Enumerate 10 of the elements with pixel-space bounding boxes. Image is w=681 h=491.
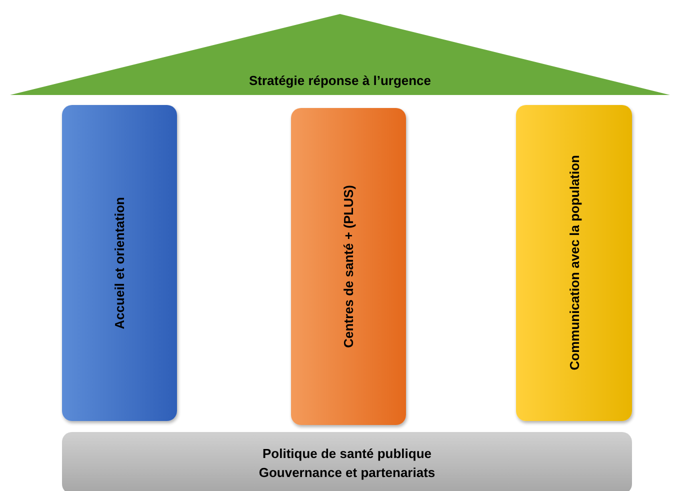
pillar-bar — [291, 108, 406, 425]
pillar-label: Centres de santé + (PLUS) — [341, 185, 356, 348]
pillar-label: Accueil et orientation — [112, 196, 127, 330]
roof-label: Stratégie réponse à l’urgence — [248, 73, 432, 88]
pillar-label: Communication avec la population — [566, 155, 582, 371]
pillar-bar — [516, 105, 632, 421]
base-label: Gouvernance et partenariats — [258, 464, 436, 482]
pillar-bar — [62, 105, 177, 421]
base-label: Politique de santé publique — [262, 445, 432, 463]
base-slab — [62, 432, 632, 491]
